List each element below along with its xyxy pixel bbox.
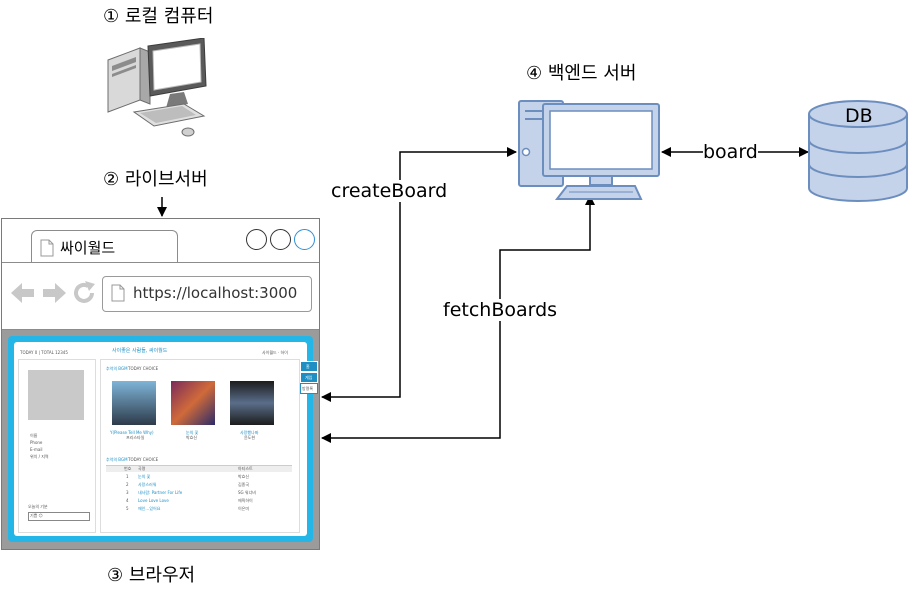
desktop-computer-icon [107, 38, 207, 137]
tab-cyworld[interactable]: 싸이월드 [31, 230, 178, 263]
table-header-row [106, 465, 292, 472]
side-tab-home[interactable]: 홈 [300, 361, 318, 372]
edge-label-fetchboards: fetchBoards [443, 299, 558, 321]
side-tab-label: 홈 [306, 364, 310, 369]
mood-select[interactable] [28, 512, 90, 521]
sidebar-item-email: E-mail [30, 447, 43, 452]
browser-viewport: TODAY 0 | TOTAL 12345 사이좋은 사람들, 싸이월드 사이월… [2, 330, 319, 549]
cyworld-frame: TODAY 0 | TOTAL 12345 사이좋은 사람들, 싸이월드 사이월… [8, 336, 318, 542]
cyworld-title: 사이좋은 사람들, 싸이월드 [112, 348, 168, 354]
db-label: DB [845, 105, 873, 127]
page-icon [40, 239, 54, 257]
table-header-song: 곡명 [138, 466, 146, 471]
side-tab-label: 방명록 [302, 386, 314, 391]
album-cover-1[interactable] [112, 381, 156, 425]
table-header-artist: 아티스트 [238, 466, 253, 471]
row-no: 5 [126, 506, 129, 511]
backend-server-label: ④ 백엔드 서버 [526, 63, 637, 84]
table-header-no: 번호 [124, 466, 132, 471]
tabbar-divider [2, 262, 319, 263]
row-song: Love Love Love [138, 498, 169, 503]
toolbar-divider [2, 329, 319, 330]
mood-value: 기쁨 😊 [30, 513, 43, 518]
forward-arrow-icon[interactable] [42, 282, 66, 304]
cyworld-page: TODAY 0 | TOTAL 12345 사이좋은 사람들, 싸이월드 사이월… [14, 342, 307, 536]
edge-label-createboard: createBoard [331, 180, 448, 202]
row-song: 내사람: Partner For Life [138, 490, 183, 495]
server-computer-icon [518, 100, 660, 200]
browser-window: 싸이월드 https://localhost:3000 TODAY 0 | TO… [1, 218, 320, 550]
sidebar-item-phone: Phone [30, 440, 43, 445]
row-song: 눈의 꽃 [138, 474, 151, 479]
visitor-counter: TODAY 0 | TOTAL 12345 [20, 350, 68, 355]
bgm-section-sub: TODAY CHOICE [128, 366, 159, 371]
side-tab-guestbook[interactable]: 방명록 [300, 383, 318, 394]
bgm-section-title: 추억의 BGM [106, 366, 128, 371]
url-text: https://localhost:3000 [133, 284, 298, 302]
row-no: 3 [126, 490, 129, 495]
row-song: 사랑스러워 [138, 482, 157, 487]
album-title-1: Y(Please Tell Me Why) [110, 430, 154, 435]
row-artist: 에픽하이 [238, 498, 253, 503]
row-song: 애인…있어요 [138, 506, 161, 511]
address-bar[interactable]: https://localhost:3000 [102, 276, 312, 312]
window-button-2[interactable] [270, 229, 291, 250]
sidebar-item-name: 이름 [30, 433, 38, 438]
row-no: 4 [126, 498, 129, 503]
browser-label: ③ 브라우저 [107, 565, 196, 586]
profile-image [28, 370, 84, 420]
album-artist-1: 프리스타일 [126, 435, 145, 440]
page-icon [111, 284, 125, 302]
album-cover-3[interactable] [230, 381, 274, 425]
side-tab-label: 게임 [305, 375, 313, 380]
header-right: 사이월드 · 하이 [262, 350, 288, 355]
side-tab-game[interactable]: 게임 [300, 372, 318, 383]
edge-label-board: board [703, 141, 758, 163]
window-button-1[interactable] [246, 229, 267, 250]
back-arrow-icon[interactable] [11, 282, 35, 304]
row-artist: 이은미 [238, 506, 250, 511]
mood-label: 오늘의 기분 [28, 504, 48, 509]
database-icon [808, 100, 908, 202]
row-artist: 김종국 [238, 482, 250, 487]
bgm-list-sub: TODAY CHOICE [128, 457, 159, 462]
local-computer-label: ① 로컬 컴퓨터 [103, 6, 214, 27]
row-no: 2 [126, 482, 129, 487]
album-title-2: 눈의 꽃 [186, 430, 199, 435]
album-artist-3: 윤도현 [244, 435, 256, 440]
album-cover-2[interactable] [171, 381, 215, 425]
reload-icon[interactable] [72, 281, 96, 305]
row-no: 1 [126, 474, 129, 479]
album-title-3: 사랑했나봐 [240, 430, 259, 435]
row-artist: SG 워너비 [238, 490, 256, 495]
row-artist: 박효신 [238, 474, 250, 479]
bgm-list-title: 추억의 BGM [106, 457, 128, 462]
window-button-3[interactable] [294, 229, 315, 250]
live-server-label: ② 라이브서버 [103, 169, 208, 190]
edge-fetchboards [321, 195, 595, 443]
album-artist-2: 박효신 [186, 435, 198, 440]
tab-title: 싸이월드 [60, 239, 116, 257]
sidebar-item-location: 위치 / 지역 [30, 454, 49, 459]
